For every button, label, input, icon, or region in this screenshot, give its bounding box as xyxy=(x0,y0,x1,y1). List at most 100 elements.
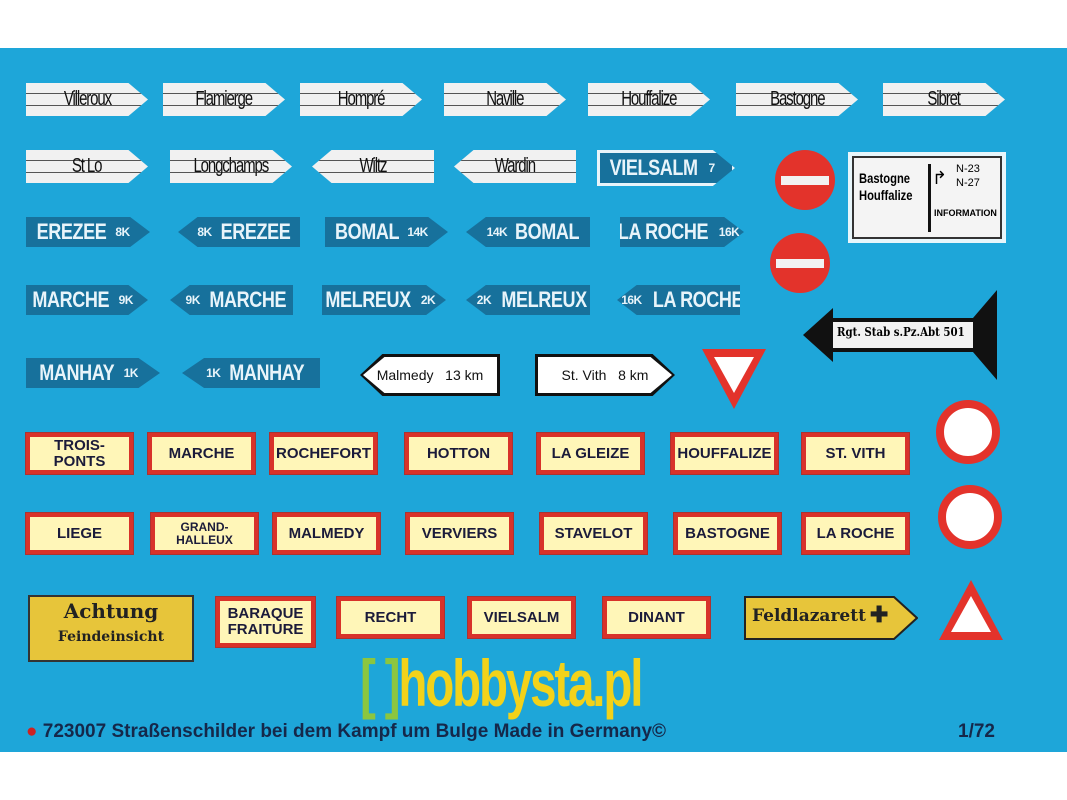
blue-direction-sign: 1K MANHAY xyxy=(182,358,320,388)
sign-place: EREZEE xyxy=(220,219,291,244)
blue-direction-sign: MELREUX 2K xyxy=(322,285,446,315)
town-name-sign: GRAND-HALLEUX xyxy=(151,513,258,554)
white-direction-sign: Bastogne xyxy=(736,83,858,116)
town-name-sign: TROIS-PONTS xyxy=(26,433,133,474)
sign-text: Bastogne xyxy=(769,88,826,110)
town-name: DINANT xyxy=(628,608,685,626)
unit-arrow-text: Rgt. Stab s.Pz.Abt 501 xyxy=(837,325,965,339)
no-entry-sign xyxy=(775,150,835,210)
town-name-sign: LIEGE xyxy=(26,513,133,554)
town-name: HOTTON xyxy=(426,444,491,462)
sign-text: Villeroux xyxy=(63,88,111,110)
no-vehicles-sign xyxy=(936,400,1000,464)
town-name-sign: HOTTON xyxy=(405,433,512,474)
sign-distance: 1K xyxy=(206,366,221,380)
sign-distance: 8K xyxy=(115,225,130,239)
town-name-sign: LA GLEIZE xyxy=(537,433,644,474)
sign-place: MARCHE xyxy=(32,287,110,312)
town-name: HOUFFALIZE xyxy=(677,444,772,462)
distance-sign-face: St. Vith 8 km xyxy=(538,357,672,393)
distance-sign: Malmedy 13 km xyxy=(360,354,500,396)
sign-place: BOMAL xyxy=(335,219,400,244)
yield-sign xyxy=(702,349,766,409)
sign-place: MELREUX xyxy=(325,287,411,312)
scale-label: 1/72 xyxy=(958,721,995,742)
blue-direction-sign: 8K EREZEE xyxy=(178,217,300,247)
sign-distance: 2K xyxy=(420,293,436,307)
town-name-sign: BASTOGNE xyxy=(674,513,781,554)
town-name-sign: HOUFFALIZE xyxy=(671,433,778,474)
white-direction-sign: Flamierge xyxy=(163,83,285,116)
manufacturer-logo-icon: ● xyxy=(26,721,38,742)
town-name: RECHT xyxy=(364,608,417,626)
town-name: VERVIERS xyxy=(421,524,498,542)
sign-text: St Lo xyxy=(72,155,103,177)
white-direction-sign: Hompré xyxy=(300,83,422,116)
town-name-sign: DINANT xyxy=(603,597,710,638)
red-cross-icon: ✚ xyxy=(869,602,889,628)
blue-direction-sign: 9K MARCHE xyxy=(170,285,293,315)
feldlazarett-arrow-sign: Feldlazarett ✚ xyxy=(744,596,918,640)
sign-text: Naville xyxy=(486,88,524,110)
white-direction-sign: Wiltz xyxy=(312,150,434,183)
sign-distance: 7 xyxy=(708,161,716,175)
town-name: TROIS-PONTS xyxy=(53,436,106,470)
sheet-footer: ● 723007 Straßenschilder bei dem Kampf u… xyxy=(26,722,666,741)
town-name: MALMEDY xyxy=(288,524,365,542)
town-name-sign: LA ROCHE xyxy=(802,513,909,554)
town-name-sign: ST. VITH xyxy=(802,433,909,474)
white-direction-sign: Longchamps xyxy=(170,150,292,183)
town-name: BARAQUE FRAITURE xyxy=(227,605,304,638)
sign-place: MELREUX xyxy=(501,287,588,312)
sign-distance: 2K xyxy=(476,293,492,307)
warning-triangle-sign xyxy=(939,580,1003,640)
sign-place: MANHAY xyxy=(229,360,305,385)
white-direction-sign: Naville xyxy=(444,83,566,116)
white-direction-sign: St Lo xyxy=(26,150,148,183)
sign-place: MARCHE xyxy=(209,287,287,312)
sign-text: Wiltz xyxy=(359,155,388,177)
sign-place: VIELSALM xyxy=(609,155,698,180)
sign-distance: 14K xyxy=(486,225,508,239)
footer-text: 723007 Straßenschilder bei dem Kampf um … xyxy=(42,721,667,742)
town-name: ROCHEFORT xyxy=(276,444,371,462)
town-name: VIELSALM xyxy=(483,608,560,626)
turn-right-arrow-icon: ↱ xyxy=(932,168,948,188)
distance-sign-face: Malmedy 13 km xyxy=(363,357,497,393)
town-name-sign: VIELSALM xyxy=(468,597,575,638)
no-entry-sign xyxy=(770,233,830,293)
town-name-sign: MARCHE xyxy=(148,433,255,474)
info-label: INFORMATION xyxy=(934,208,997,218)
town-name-sign: RECHT xyxy=(337,597,444,638)
white-direction-sign: Wardin xyxy=(454,150,576,183)
sign-place: BOMAL xyxy=(515,219,580,244)
watermark-text: hobbysta.pl xyxy=(398,646,643,720)
info-left-2: Houffalize xyxy=(859,186,913,203)
town-name: STAVELOT xyxy=(554,524,633,542)
blue-direction-sign: VIELSALM 7 xyxy=(597,150,735,186)
sign-distance: 9K xyxy=(118,293,134,307)
sign-distance: 9K xyxy=(185,293,201,307)
watermark: [ ]hobbysta.pl xyxy=(360,650,643,716)
achtung-line-2: Feindeinsicht xyxy=(57,629,165,645)
sign-distance: 8K xyxy=(197,225,212,239)
town-name: LIEGE xyxy=(56,524,102,542)
achtung-line-1: Achtung xyxy=(63,599,159,623)
watermark-bracket-icon: [ ] xyxy=(360,646,401,720)
blue-direction-sign: MARCHE 9K xyxy=(26,285,148,315)
info-divider xyxy=(928,164,931,232)
white-direction-sign: Houffalize xyxy=(588,83,710,116)
town-name-sign: ROCHEFORT xyxy=(270,433,377,474)
sign-distance: 16K xyxy=(718,225,740,239)
unit-arrow-sign: Rgt. Stab s.Pz.Abt 501 xyxy=(803,290,997,380)
sign-text: Flamierge xyxy=(195,88,254,110)
information-panel-sign: Bastogne Houffalize ↱ N-23 N-27 INFORMAT… xyxy=(848,152,1006,243)
sign-text: St. Vith 8 km xyxy=(561,367,649,383)
town-name: ST. VITH xyxy=(825,444,886,462)
sign-text: Longchamps xyxy=(193,155,270,177)
info-road-2: N-27 xyxy=(956,177,980,190)
